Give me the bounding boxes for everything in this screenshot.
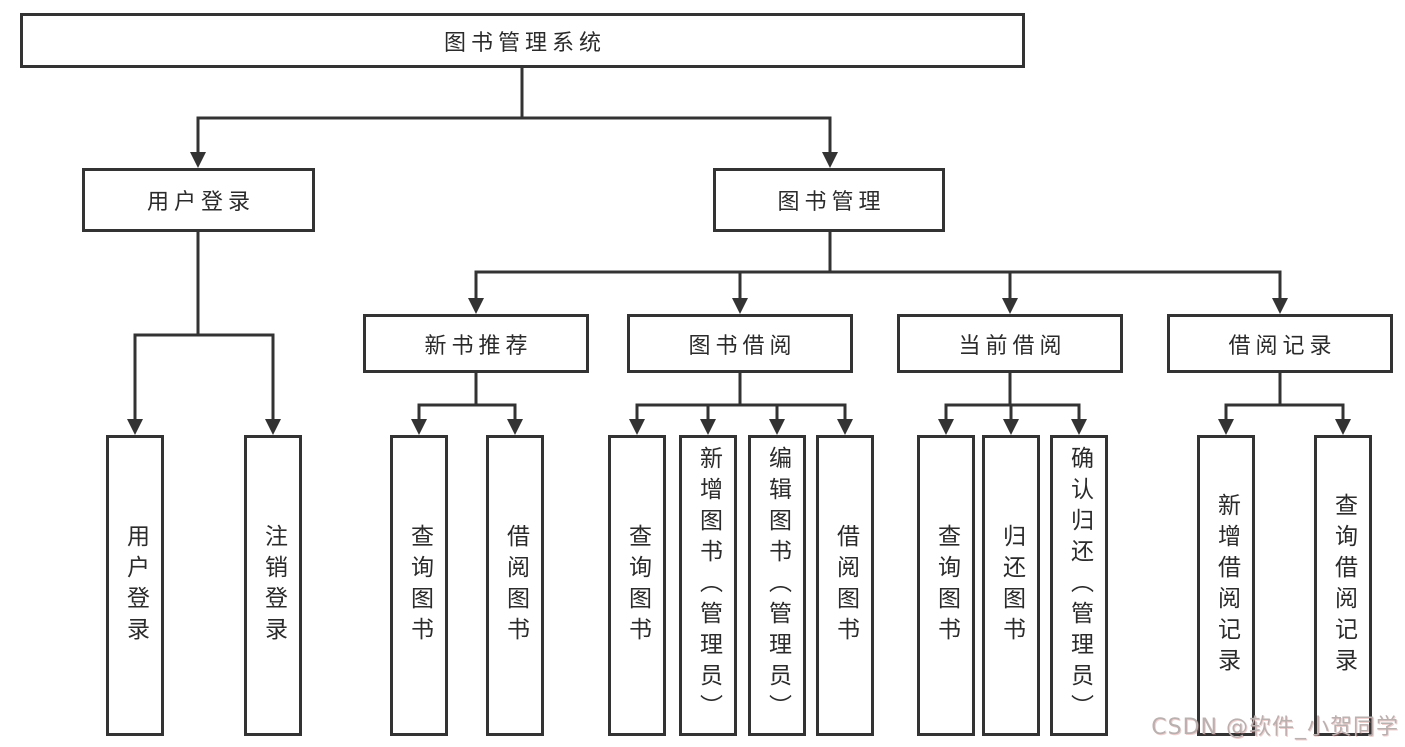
leaf-label: 查询图书	[406, 523, 433, 648]
leaf-add-books-admin: 新增图书（管理员）	[679, 435, 737, 736]
node-library-management-system: 图书管理系统	[20, 13, 1025, 68]
leaf-return-books: 归还图书	[982, 435, 1040, 736]
leaf-label: 查询借阅记录	[1330, 492, 1357, 679]
leaf-label: 编辑图书（管理员）	[764, 446, 791, 725]
leaf-borrow-books: 借阅图书	[816, 435, 874, 736]
leaf-query-books-current: 查询图书	[917, 435, 975, 736]
node-borrowing-records: 借阅记录	[1167, 314, 1393, 373]
leaf-confirm-return-admin: 确认归还（管理员）	[1050, 435, 1108, 736]
node-book-borrowing: 图书借阅	[627, 314, 853, 373]
leaf-label: 借阅图书	[502, 523, 529, 648]
leaf-add-borrow-record: 新增借阅记录	[1197, 435, 1255, 736]
leaf-label: 查询图书	[933, 523, 960, 648]
leaf-user-login: 用户登录	[106, 435, 164, 736]
leaf-edit-books-admin: 编辑图书（管理员）	[748, 435, 806, 736]
leaf-borrow-books-recommend: 借阅图书	[486, 435, 544, 736]
leaf-query-borrow-record: 查询借阅记录	[1314, 435, 1372, 736]
node-book-management: 图书管理	[713, 168, 945, 232]
leaf-label: 用户登录	[122, 523, 149, 648]
leaf-query-books-borrow: 查询图书	[608, 435, 666, 736]
leaf-label: 新增图书（管理员）	[695, 446, 722, 725]
csdn-watermark: CSDN @软件_小贺同学	[1151, 715, 1399, 740]
leaf-logout: 注销登录	[244, 435, 302, 736]
node-current-borrowing: 当前借阅	[897, 314, 1123, 373]
leaf-label: 确认归还（管理员）	[1066, 446, 1093, 725]
node-new-book-recommendation: 新书推荐	[363, 314, 589, 373]
leaf-label: 归还图书	[998, 523, 1025, 648]
leaf-label: 注销登录	[260, 523, 287, 648]
leaf-label: 查询图书	[624, 523, 651, 648]
node-user-login: 用户登录	[82, 168, 315, 232]
leaf-label: 新增借阅记录	[1213, 492, 1240, 679]
leaf-label: 借阅图书	[832, 523, 859, 648]
leaf-query-books-recommend: 查询图书	[390, 435, 448, 736]
